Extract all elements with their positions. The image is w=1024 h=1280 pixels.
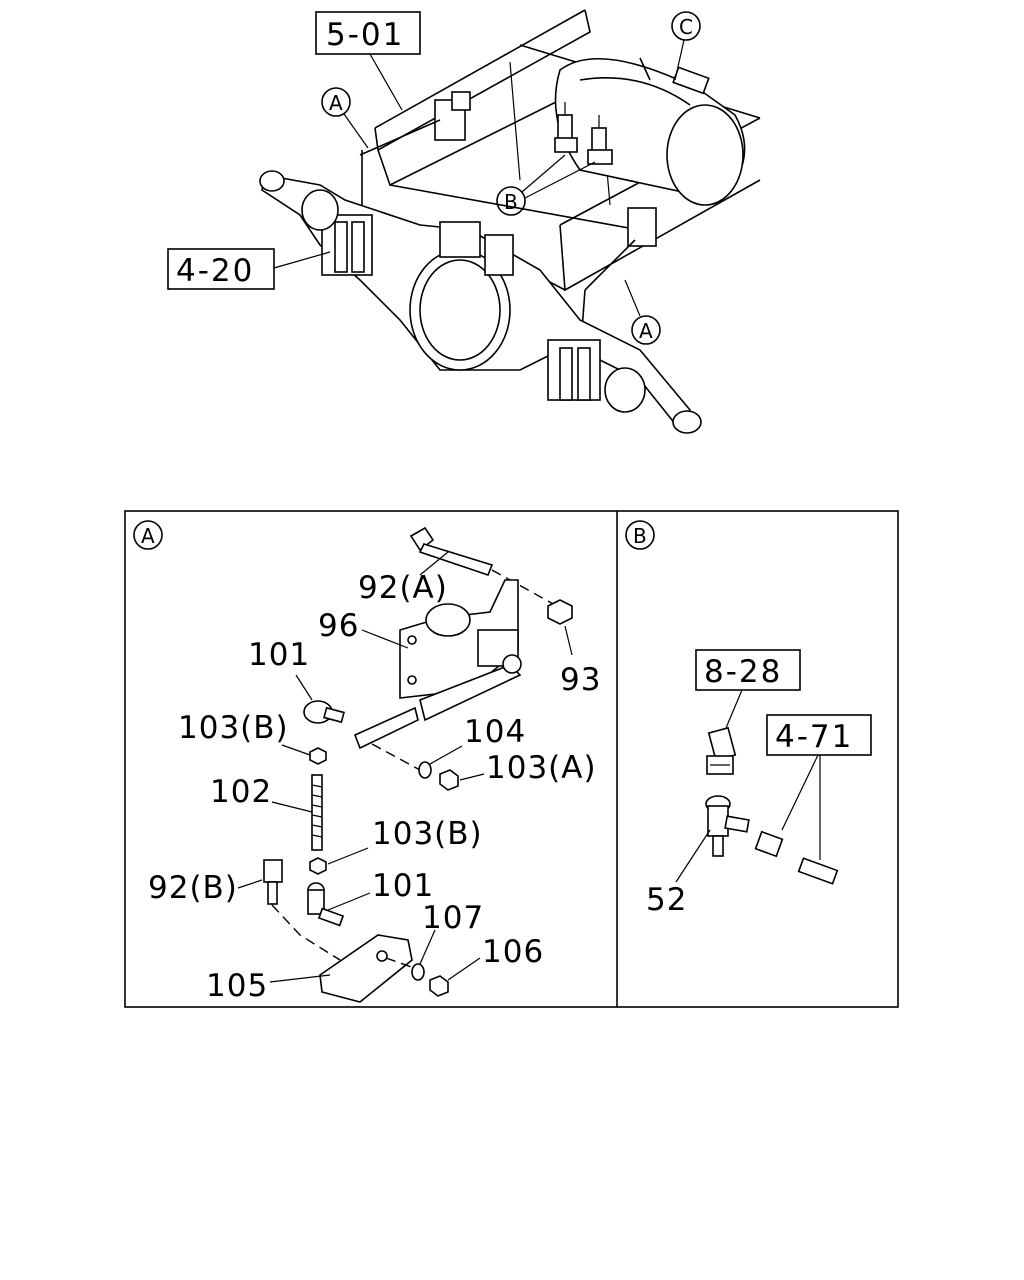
hose-connector xyxy=(754,830,784,858)
washer-104 xyxy=(418,761,432,779)
threaded-rod-102 xyxy=(311,774,323,851)
detail-a-tag: A xyxy=(141,524,155,548)
detail-b-tag-circle xyxy=(625,520,655,550)
ref-label-5-01: 5-01 xyxy=(326,17,404,53)
callout-a-circle-1 xyxy=(321,87,351,117)
washer-107 xyxy=(411,963,425,981)
detail-panels-frame xyxy=(124,510,899,1008)
ball-joint-101-top xyxy=(303,700,345,724)
air-tank xyxy=(554,57,746,206)
callout-c-label: C xyxy=(679,15,693,39)
bracket-96 xyxy=(399,579,522,722)
nut-103b-mid xyxy=(309,857,327,875)
label-104: 104 xyxy=(464,714,526,750)
leveling-valve-left xyxy=(359,91,471,210)
label-106: 106 xyxy=(482,934,544,970)
lever-arm xyxy=(353,706,419,750)
label-105: 105 xyxy=(206,968,268,1004)
ref-label-4-71: 4-71 xyxy=(775,719,853,755)
nut-93 xyxy=(547,599,573,625)
callout-b-circle xyxy=(496,186,526,216)
detail-b-tag: B xyxy=(633,524,647,548)
detail-a-panel: A 92(A) 96 93 xyxy=(133,520,601,1004)
label-103b-top: 103(B) xyxy=(178,710,289,746)
callout-c-circle xyxy=(671,11,701,41)
nut-106 xyxy=(429,975,449,997)
label-101-top: 101 xyxy=(248,637,310,673)
detail-a-tag-circle xyxy=(133,520,163,550)
label-107: 107 xyxy=(422,900,484,936)
label-52: 52 xyxy=(646,882,687,918)
label-92b: 92(B) xyxy=(148,870,238,906)
bracket-105 xyxy=(319,934,413,1003)
label-96: 96 xyxy=(318,608,359,644)
ref-box-8-28 xyxy=(695,649,801,691)
spring-seats xyxy=(301,189,646,413)
ref-box-4-71 xyxy=(766,714,872,756)
nut-103a xyxy=(439,769,459,791)
bolt-92b xyxy=(263,859,341,961)
ref-label-4-20: 4-20 xyxy=(176,253,254,289)
label-103a: 103(A) xyxy=(486,750,597,786)
label-102: 102 xyxy=(210,774,272,810)
ref-box-4-20 xyxy=(167,248,275,290)
callout-b-label: B xyxy=(504,190,518,214)
callout-a-label-2: A xyxy=(639,319,653,343)
tee-fitting xyxy=(705,795,750,857)
valve-group xyxy=(554,102,613,165)
ref-box-5-01 xyxy=(315,11,421,55)
label-93: 93 xyxy=(560,662,601,698)
detail-b-panel: B 8-28 4-71 52 xyxy=(625,520,872,918)
pressure-switch xyxy=(706,726,737,775)
rear-axle-overview: 5-01 4-20 A A B C xyxy=(167,9,761,434)
ref-label-8-28: 8-28 xyxy=(704,654,782,690)
label-92a: 92(A) xyxy=(358,570,448,606)
callout-a-circle-2 xyxy=(631,315,661,345)
callout-a-label-1: A xyxy=(329,91,343,115)
leveling-valve-right xyxy=(581,207,657,331)
bolt-92a xyxy=(409,526,556,606)
nut-103b-top xyxy=(309,747,327,765)
ball-joint-101-bottom xyxy=(307,882,345,927)
label-103b-mid: 103(B) xyxy=(372,816,483,852)
label-101-bottom: 101 xyxy=(372,868,434,904)
air-hose xyxy=(797,857,839,885)
